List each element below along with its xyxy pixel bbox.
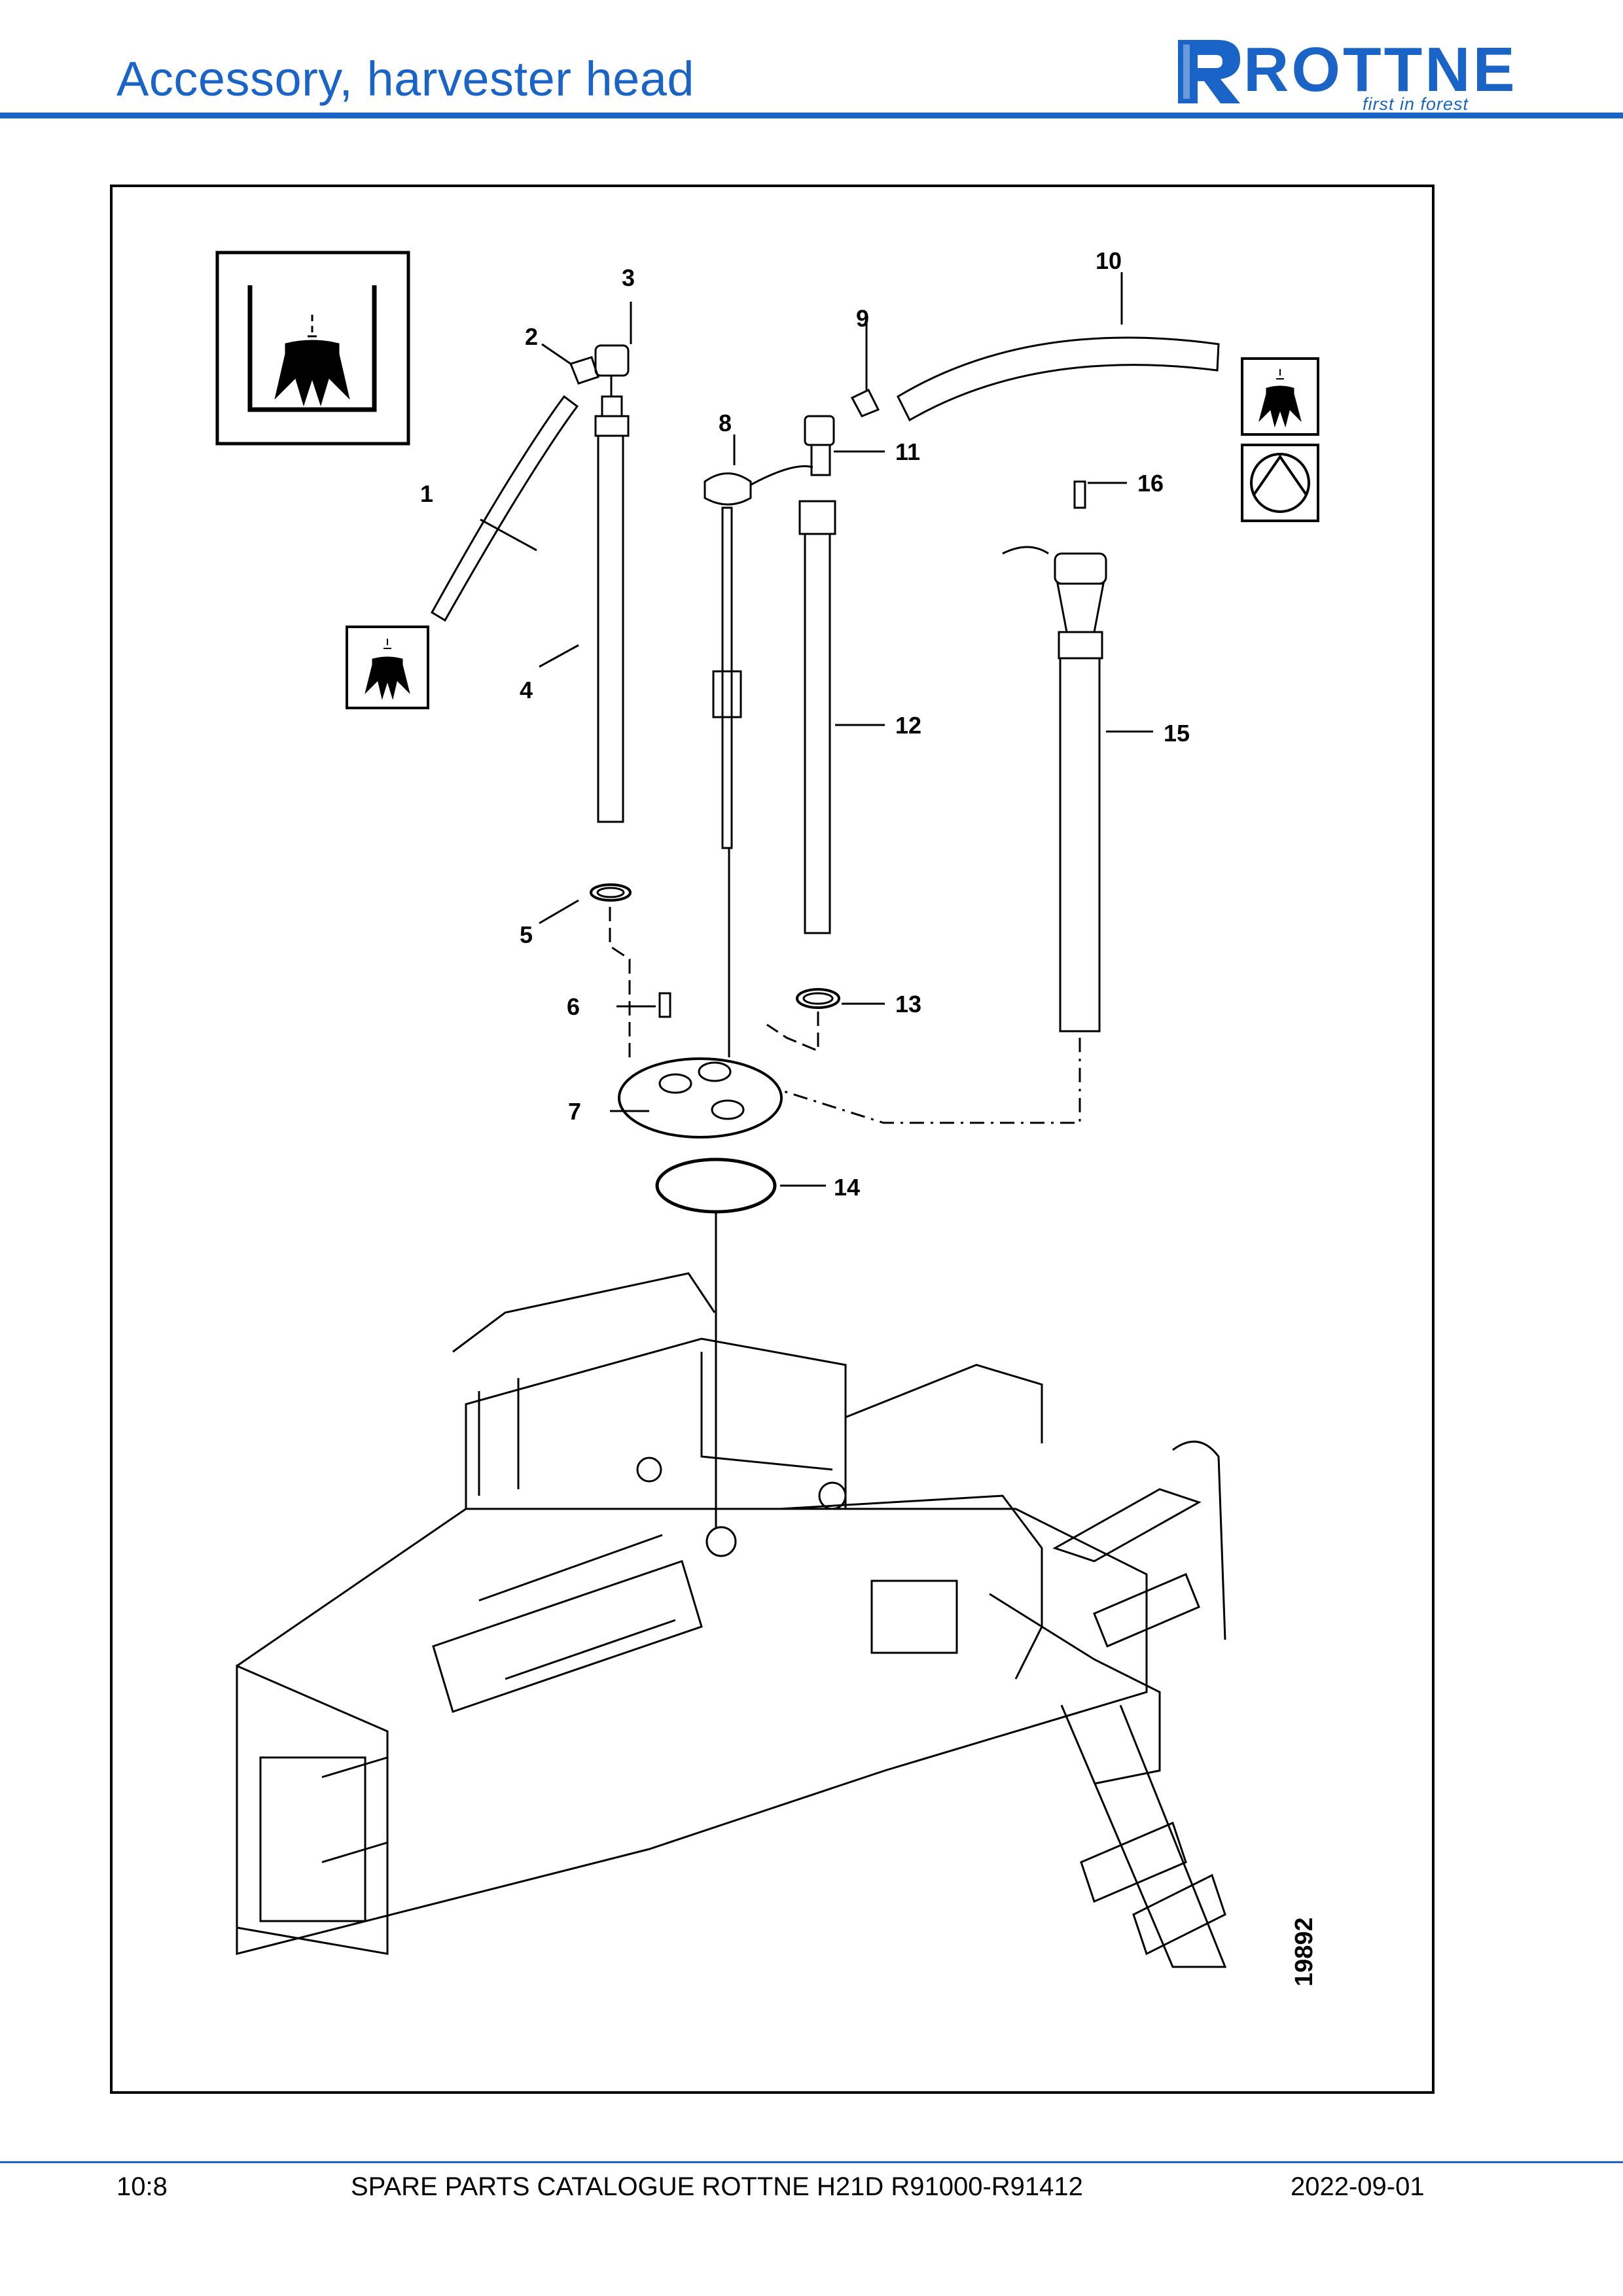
callout-9: 9 [856,305,870,332]
callout-2: 2 [525,323,539,350]
page-number: 10:8 [116,2172,168,2201]
callout-7: 7 [568,1098,582,1125]
brand-logo: ROTTNE first in forest [1171,30,1525,114]
pump-symbol-icon [1241,444,1319,522]
rottne-logo-mark-icon [1178,40,1240,103]
callout-5: 5 [520,921,533,948]
callout-11: 11 [895,438,921,465]
logo-tagline: first in forest [1363,94,1469,114]
footer-rule [0,2161,1623,2163]
callout-4: 4 [520,677,533,703]
header-rule [0,113,1623,118]
diagram-drawing [215,251,1319,1968]
stump-treatment-icon [1241,357,1319,436]
callout-14: 14 [834,1174,861,1201]
callout-15: 15 [1164,720,1190,747]
callout-8: 8 [719,410,732,436]
harvester-frame-illustration [236,1272,1227,1968]
stump-treatment-icon [346,626,429,709]
stump-treatment-icon [215,251,410,446]
catalogue-date: 2022-09-01 [1291,2172,1425,2201]
catalogue-title: SPARE PARTS CATALOGUE ROTTNE H21D R91000… [351,2172,1083,2201]
page-title: Accessory, harvester head [116,52,695,106]
callout-10: 10 [1096,247,1122,274]
callout-6: 6 [567,993,580,1020]
callout-3: 3 [622,264,635,291]
exploded-parts-diagram: 1 2 3 4 5 6 7 8 9 10 11 12 13 14 15 16 1… [110,185,1435,2094]
callout-1: 1 [420,480,434,507]
logo-wordmark: ROTTNE [1243,35,1518,105]
callout-13: 13 [895,991,922,1017]
callout-12: 12 [895,712,922,739]
callout-16: 16 [1137,470,1164,497]
drawing-number: 19892 [1291,1917,1318,1987]
